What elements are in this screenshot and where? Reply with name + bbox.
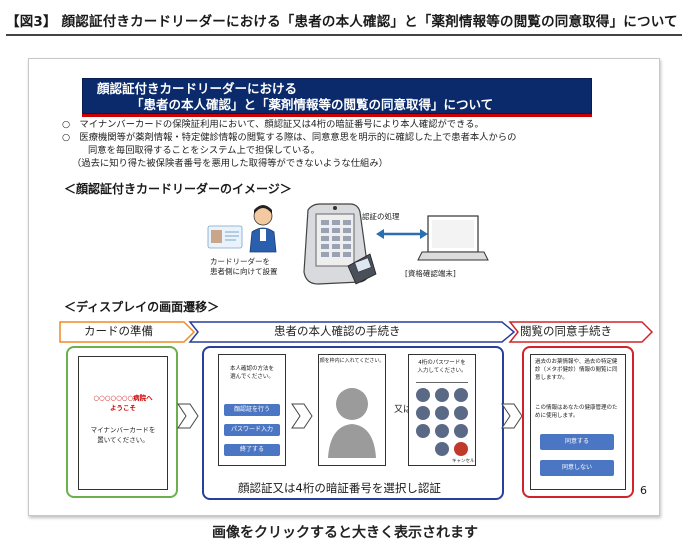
- pin-title-line1: 4桁のパスワードを: [418, 360, 466, 366]
- bullet-1: ○ マイナンバーカードの保険証利用において、顔認証又は4桁の暗証番号により本人確…: [62, 119, 484, 130]
- my-number-card-icon: [207, 225, 243, 249]
- keypad-key[interactable]: [435, 388, 449, 402]
- keypad-cancel-key[interactable]: [454, 442, 468, 456]
- section-heading-image: ＜顔認証付きカードリーダーのイメージ＞: [64, 182, 292, 196]
- heading-divider: [6, 34, 682, 36]
- flow-next-arrow-1: [177, 403, 199, 429]
- welcome-line2: ようこそ: [110, 404, 136, 412]
- pin-title: 4桁のパスワードを 入力してください。: [408, 358, 476, 374]
- title-underline: [82, 114, 592, 117]
- step-card-prep: カードの準備: [84, 324, 153, 338]
- method-title-line2: 選んでください。: [230, 374, 274, 380]
- page-number: 6: [640, 484, 647, 497]
- face-auth-card-reader-icon: [303, 203, 377, 285]
- bullet-list: ○ マイナンバーカードの保険証利用において、顔認証又は4桁の暗証番号により本人確…: [62, 118, 652, 170]
- slide-title: 顔認証付きカードリーダーにおける 「患者の本人確認」と「薬剤情報等の閲覧の同意取…: [82, 78, 592, 114]
- pin-title-line2: 入力してください。: [417, 368, 467, 374]
- face-silhouette-icon: [324, 372, 380, 460]
- slide-title-line2: 「患者の本人確認」と「薬剤情報等の閲覧の同意取得」について: [131, 97, 494, 112]
- enlarge-caption[interactable]: 画像をクリックすると大きく表示されます: [212, 525, 478, 541]
- step-consent: 閲覧の同意手続き: [520, 324, 612, 338]
- slide-title-line1: 顔認証付きカードリーダーにおける: [97, 81, 298, 96]
- keypad-key[interactable]: [454, 406, 468, 420]
- method-select-title: 本人確認の方法を 選んでください。: [220, 364, 284, 380]
- keypad-key[interactable]: [435, 424, 449, 438]
- face-capture-title: 顔を枠内に入れてください。: [319, 358, 385, 364]
- place-card-text: マイナンバーカードを 置いてください。: [78, 424, 168, 444]
- disagree-button[interactable]: 同意しない: [540, 460, 614, 476]
- flow-next-arrow-3: [501, 403, 523, 429]
- reader-placement-label-1: カードリーダーを: [210, 257, 270, 266]
- keypad-key[interactable]: [435, 406, 449, 420]
- consent-purpose: この情報はあなたの健康管理のために使用します。: [535, 405, 618, 419]
- password-input-button[interactable]: パスワード入力: [224, 424, 280, 436]
- place-card-line1: マイナンバーカードを: [90, 426, 156, 434]
- keypad-key[interactable]: [454, 388, 468, 402]
- section-heading-display: ＜ディスプレイの画面遷移＞: [64, 300, 220, 314]
- face-auth-button[interactable]: 顔認証を行う: [224, 404, 280, 416]
- agree-button[interactable]: 同意する: [540, 434, 614, 450]
- place-card-line2: 置いてください。: [97, 436, 149, 444]
- welcome-text: ○○○○○○○病院へ ようこそ: [78, 392, 168, 412]
- flow-arrows: [59, 321, 654, 343]
- card-reader-illustration: [207, 203, 489, 285]
- bullet-2-cont: 同意を毎回取得することをシステム上で担保している。: [88, 145, 320, 156]
- reader-placement-label-2: 患者側に向けて設置: [210, 267, 278, 276]
- keypad-key[interactable]: [416, 424, 430, 438]
- pin-display: [416, 378, 468, 383]
- step-identity-check: 患者の本人確認の手続き: [274, 324, 401, 338]
- auth-process-arrow-icon: [376, 229, 428, 239]
- patient-figure-icon: [249, 205, 277, 253]
- screen-group-consent: [522, 346, 634, 498]
- terminal-label: [資格確認端末]: [405, 269, 456, 278]
- method-title-line1: 本人確認の方法を: [229, 366, 274, 372]
- auth-process-label: 認証の処理: [362, 212, 400, 221]
- consent-question: 過去のお薬情報や、過去の特定健診（メタボ健診）情報の閲覧に同意しますか。: [535, 359, 618, 381]
- bullet-3: （過去に知り得た被保険者番号を悪用した取得等ができないような仕組み）: [72, 158, 388, 169]
- keypad-key[interactable]: [435, 442, 449, 456]
- keypad: [416, 388, 470, 456]
- keypad-key[interactable]: [416, 388, 430, 402]
- welcome-line1: ○○○○○○○病院へ: [93, 394, 153, 402]
- keypad-key[interactable]: [416, 406, 430, 420]
- screen-group-card-prep: [66, 346, 178, 498]
- screen-card-prep: [78, 356, 168, 490]
- bullet-2: ○ 医療機関等が薬剤情報・特定健診情報の閲覧する際は、同意意思を明示的に確認した…: [62, 132, 517, 143]
- auth-method-caption: 顔認証又は4桁の暗証番号を選択し認証: [238, 481, 441, 495]
- screen-group-identity: [202, 346, 504, 500]
- keypad-key[interactable]: [454, 424, 468, 438]
- qualification-terminal-icon: [417, 215, 489, 261]
- page-heading: 【図3】 顔認証付きカードリーダーにおける「患者の本人確認」と「薬剤情報等の閲覧…: [6, 14, 678, 30]
- end-button[interactable]: 終了する: [224, 444, 280, 456]
- cancel-label: キャンセル: [452, 459, 475, 464]
- or-label: 又は: [394, 405, 413, 415]
- flow-next-arrow-2: [291, 403, 313, 429]
